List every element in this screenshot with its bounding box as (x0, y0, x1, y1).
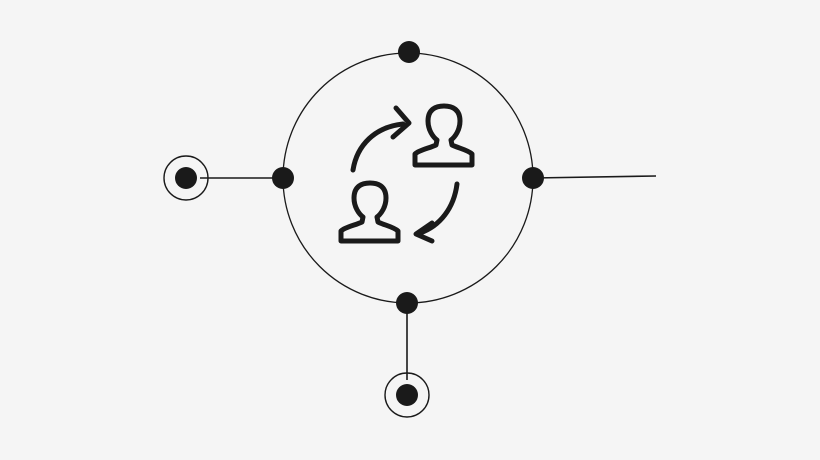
node-bottom (396, 292, 418, 314)
node-left (272, 167, 294, 189)
user-exchange-icon (338, 103, 475, 244)
connector-right (532, 175, 657, 179)
person-top-right-icon (412, 103, 475, 168)
left-terminal-target-icon (163, 155, 209, 201)
person-bottom-left-icon (338, 180, 401, 244)
node-right (522, 167, 544, 189)
bottom-terminal-target-icon (384, 372, 430, 418)
arrow-clockwise-top-icon (350, 105, 412, 173)
arrow-clockwise-bottom-icon (413, 181, 460, 244)
main-circle (282, 52, 534, 304)
node-top (398, 41, 420, 63)
